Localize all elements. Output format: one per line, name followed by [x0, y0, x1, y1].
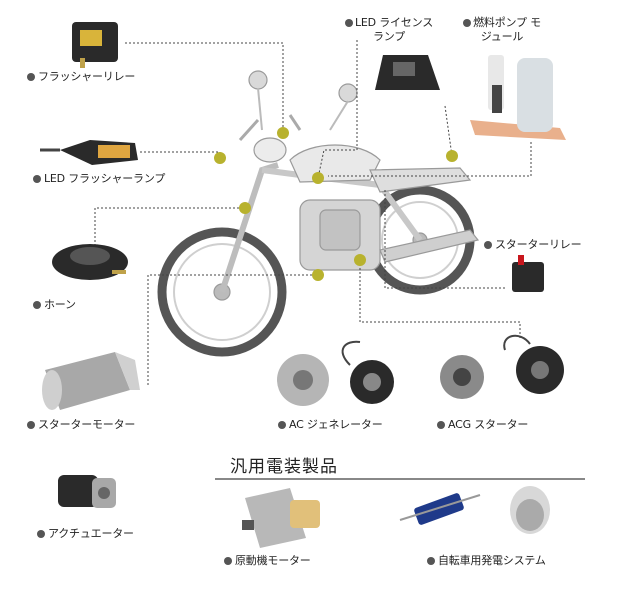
bullet-dot-icon	[33, 174, 41, 183]
section-divider	[215, 478, 585, 480]
connector-dots	[214, 127, 458, 281]
ac-generator-part	[277, 340, 394, 406]
label-fuel-pump-module: 燃料ポンプ モジュール	[460, 16, 544, 44]
fuel-pump-module-part	[470, 55, 566, 140]
label-actuator: アクチュエーター	[37, 527, 134, 541]
led-license-lamp-part	[375, 55, 440, 90]
label-led-flasher-lamp: LED フラッシャーランプ	[33, 172, 165, 186]
led-flasher-lamp-part	[40, 140, 138, 165]
leader-lines	[94, 40, 532, 385]
bullet-dot-icon	[484, 240, 492, 249]
bullet-dot-icon	[27, 420, 35, 429]
bullet-dot-icon	[224, 556, 232, 565]
label-ac-generator: AC ジェネレーター	[278, 418, 383, 432]
acg-starter-part	[440, 334, 564, 399]
bullet-dot-icon	[37, 529, 45, 538]
bullet-dot-icon	[437, 420, 445, 429]
starter-motor-part	[42, 352, 140, 410]
bullet-dot-icon	[427, 556, 435, 565]
horn-part	[52, 244, 128, 280]
actuator-part	[58, 475, 116, 508]
label-acg-starter: ACG スターター	[437, 418, 528, 432]
label-flasher-relay: フラッシャーリレー	[27, 70, 135, 84]
bullet-dot-icon	[33, 300, 41, 309]
label-starter-motor: スターターモーター	[27, 418, 135, 432]
label-starter-relay: スターターリレー	[484, 238, 582, 252]
prime-mover-motor-part	[242, 488, 320, 548]
label-horn: ホーン	[33, 298, 76, 312]
bullet-dot-icon	[344, 18, 353, 27]
bullet-dot-icon	[278, 420, 286, 429]
label-prime-mover-motor: 原動機モーター	[224, 554, 311, 568]
bullet-dot-icon	[463, 18, 472, 27]
starter-relay-part	[512, 255, 544, 292]
motorcycle-illustration	[157, 70, 480, 357]
bicycle-generator-system-part	[399, 486, 550, 534]
flasher-relay-part	[72, 22, 118, 68]
section-heading: 汎用電装製品	[230, 457, 338, 477]
label-led-license-lamp: LED ライセンス ランプ	[340, 16, 438, 44]
label-bicycle-generator-system: 自転車用発電システム	[427, 554, 546, 568]
bullet-dot-icon	[27, 72, 35, 81]
